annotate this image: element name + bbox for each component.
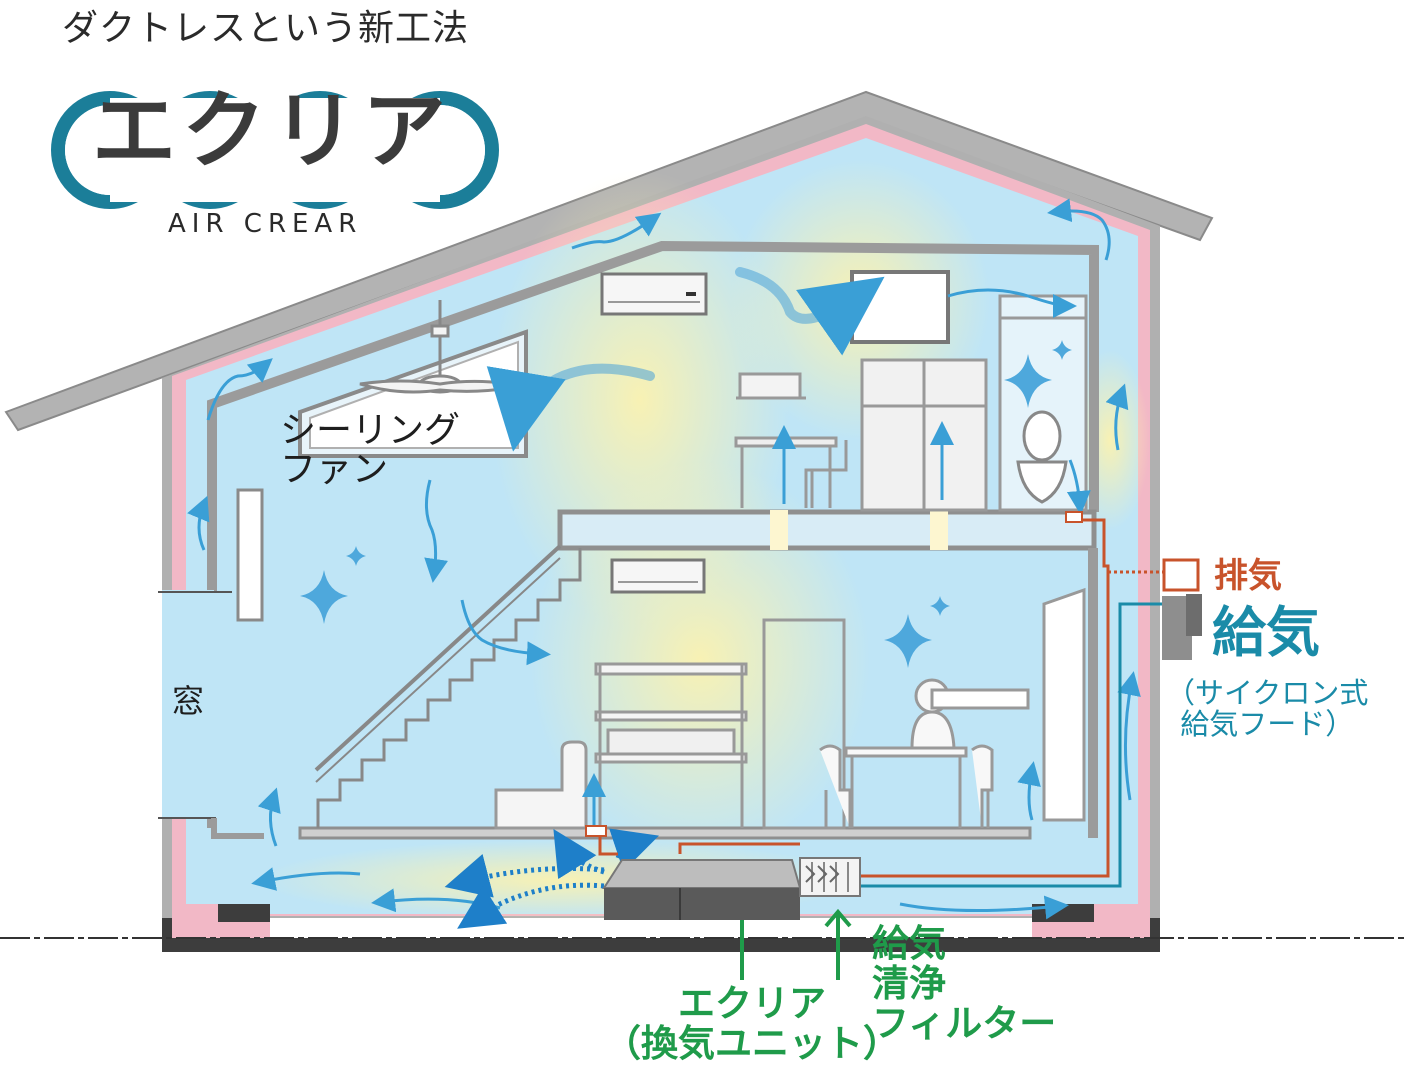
sparkle-icon bbox=[300, 340, 1072, 668]
door bbox=[1042, 587, 1086, 822]
ceiling-fan-label: シーリング ファン bbox=[280, 410, 461, 490]
air-conditioner-icon bbox=[600, 272, 708, 316]
supply-duct bbox=[858, 602, 1164, 888]
dining-set bbox=[819, 678, 1030, 828]
supply-label: 給気 bbox=[1212, 601, 1320, 664]
ventilation-unit bbox=[602, 859, 802, 920]
ventilation-unit-label: エクリア （換気ユニット） bbox=[604, 982, 900, 1065]
closet bbox=[860, 358, 988, 512]
filter-label: 給気 清浄 フィルター bbox=[872, 922, 1057, 1045]
ground-floor-slab bbox=[298, 826, 1032, 840]
bookshelf bbox=[594, 662, 748, 828]
window-label: 窓 bbox=[172, 682, 205, 720]
foundation bbox=[162, 904, 1160, 952]
callout-lines bbox=[740, 908, 852, 980]
logo-subtitle: AIR CREAR bbox=[168, 209, 363, 239]
exhaust-icon bbox=[1162, 558, 1200, 592]
airflow-swoosh bbox=[486, 267, 885, 452]
supply-hood-label: （サイクロン式 給気フード） bbox=[1166, 676, 1369, 742]
staircase bbox=[314, 544, 582, 828]
logo-text: エクリア bbox=[92, 82, 453, 180]
supply-hood bbox=[1162, 594, 1202, 660]
side-window bbox=[236, 488, 264, 622]
logo-badge bbox=[51, 91, 499, 209]
filter-box bbox=[799, 857, 861, 897]
toilet-room bbox=[998, 294, 1088, 512]
roof bbox=[4, 90, 1214, 432]
exhaust-duct bbox=[598, 518, 1164, 878]
armchair bbox=[494, 740, 588, 830]
chair-icon bbox=[819, 744, 994, 828]
exhaust-label: 排気 bbox=[1214, 556, 1282, 596]
second-floor-slab bbox=[557, 509, 1097, 551]
air-conditioner-icon-2 bbox=[610, 558, 706, 594]
tagline: ダクトレスという新工法 bbox=[62, 8, 470, 49]
toilet-icon bbox=[1016, 410, 1068, 504]
dotted-airflow bbox=[444, 828, 659, 929]
